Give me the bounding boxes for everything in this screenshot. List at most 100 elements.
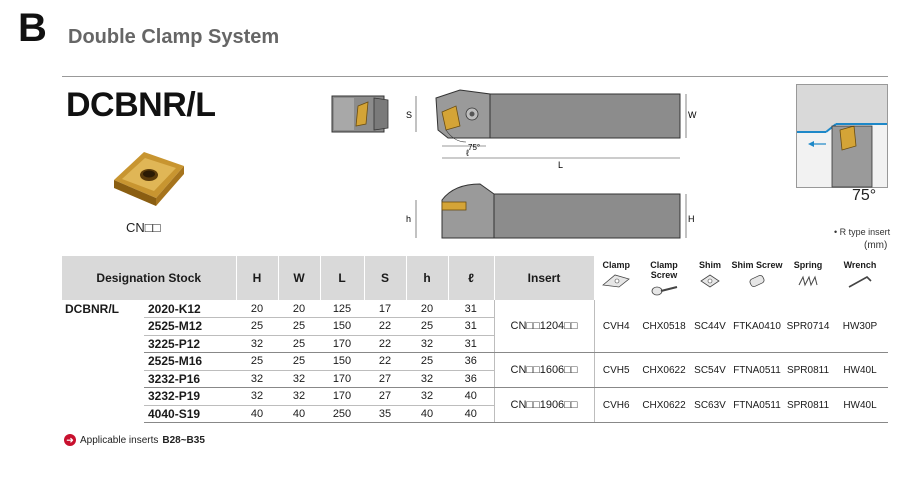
tool-top-view: S W 75° ℓ L (406, 89, 697, 170)
shim-screw-label: Shim Screw (731, 260, 783, 270)
stock-code: 2525-M12 (144, 317, 236, 336)
stock-code: 4040-S19 (144, 405, 236, 423)
clamp-screw-code: CHX0622 (638, 387, 690, 423)
cell-L: 170 (320, 335, 364, 353)
cell-H: 40 (236, 405, 278, 423)
footnote-ref[interactable]: B28~B35 (162, 434, 205, 446)
spring-icon (798, 275, 818, 287)
cell-S: 35 (364, 405, 406, 423)
product-code: DCBNR/L (66, 86, 216, 124)
col-header-insert: Insert (494, 256, 595, 300)
dim-l-small-label: ℓ (466, 148, 470, 158)
spring-code: SPR0811 (784, 387, 832, 423)
cell-L: 150 (320, 352, 364, 371)
cell-h: 32 (406, 370, 448, 388)
dim-h-small-label: h (406, 214, 411, 224)
cell-h: 32 (406, 335, 448, 353)
col-header-l: ℓ (448, 256, 495, 300)
section-letter: B (18, 6, 47, 50)
insert-code: CN□□1204□□ (493, 300, 595, 353)
series-code: DCBNR/L (65, 302, 119, 316)
col-header-shim: Shim (690, 256, 730, 300)
cell-l: 31 (448, 300, 494, 318)
insert-image (114, 152, 184, 206)
cell-S: 22 (364, 335, 406, 353)
col-header-W: W (278, 256, 321, 300)
clamp-screw-label: Clamp Screw (650, 260, 678, 280)
stock-code: 3225-P12 (144, 335, 236, 353)
cell-H: 20 (236, 300, 278, 318)
table-header-row: Designation Stock H W L S h ℓ Insert Cla… (62, 256, 888, 300)
col-header-designation: Designation Stock (62, 256, 237, 300)
cell-W: 20 (278, 300, 320, 318)
cell-H: 25 (236, 317, 278, 336)
stock-code: 3232-P16 (144, 370, 236, 388)
col-header-L: L (320, 256, 365, 300)
cell-W: 32 (278, 387, 320, 406)
cell-S: 27 (364, 387, 406, 406)
shim-screw-icon (749, 275, 765, 287)
shim-screw-code: FTNA0511 (730, 387, 784, 423)
insert-shape-code: CN□□ (126, 220, 161, 235)
divider (62, 76, 888, 77)
dim-l-big-label: L (558, 160, 563, 170)
cell-H: 32 (236, 335, 278, 353)
clamp-screw-code: CHX0518 (638, 300, 690, 353)
cell-l: 36 (448, 370, 494, 388)
clamp-icon (602, 274, 631, 288)
wrench-code: HW30P (832, 300, 888, 353)
cell-W: 40 (278, 405, 320, 423)
cell-S: 17 (364, 300, 406, 318)
cell-L: 250 (320, 405, 364, 423)
clamp-code: CVH6 (594, 387, 638, 423)
tool-side-view: h H (406, 183, 695, 239)
cell-l: 40 (448, 387, 494, 406)
arrow-right-icon: ➜ (64, 434, 76, 446)
col-header-clamp: Clamp (594, 256, 638, 300)
shim-code: SC63V (690, 387, 730, 423)
cell-h: 25 (406, 317, 448, 336)
stock-code: 2525-M16 (144, 352, 236, 371)
dim-h-big-label: H (688, 214, 695, 224)
approach-angle-label: 75° (852, 187, 877, 204)
cell-l: 40 (448, 405, 494, 423)
cell-h: 25 (406, 352, 448, 371)
cell-W: 25 (278, 335, 320, 353)
cell-L: 170 (320, 387, 364, 406)
insert-code: CN□□1906□□ (493, 387, 595, 423)
section-title: Double Clamp System (68, 26, 280, 48)
col-header-clamp-screw: Clamp Screw (638, 256, 690, 300)
stock-code: 2020-K12 (144, 300, 236, 318)
clamp-label: Clamp (602, 260, 630, 270)
cell-l: 31 (448, 335, 494, 353)
cell-H: 32 (236, 370, 278, 388)
col-header-S: S (364, 256, 407, 300)
dim-angle-label: 75° (468, 143, 480, 152)
note-r-type: • R type insert (834, 227, 891, 237)
note-unit: (mm) (864, 240, 888, 251)
cell-L: 150 (320, 317, 364, 336)
cell-h: 40 (406, 405, 448, 423)
shim-screw-code: FTKA0410 (730, 300, 784, 353)
shim-code: SC44V (690, 300, 730, 353)
shim-label: Shim (698, 260, 721, 270)
footnote: ➜ Applicable inserts B28~B35 (64, 434, 205, 446)
cell-H: 25 (236, 352, 278, 371)
insert-code: CN□□1606□□ (493, 352, 595, 388)
cell-S: 22 (364, 352, 406, 371)
col-header-spring: Spring (784, 256, 832, 300)
dim-w-label: W (688, 110, 697, 120)
cell-W: 32 (278, 370, 320, 388)
tool-head-view (331, 95, 389, 133)
col-header-wrench: Wrench (832, 256, 888, 300)
cell-L: 125 (320, 300, 364, 318)
cell-W: 25 (278, 317, 320, 336)
cell-S: 22 (364, 317, 406, 336)
